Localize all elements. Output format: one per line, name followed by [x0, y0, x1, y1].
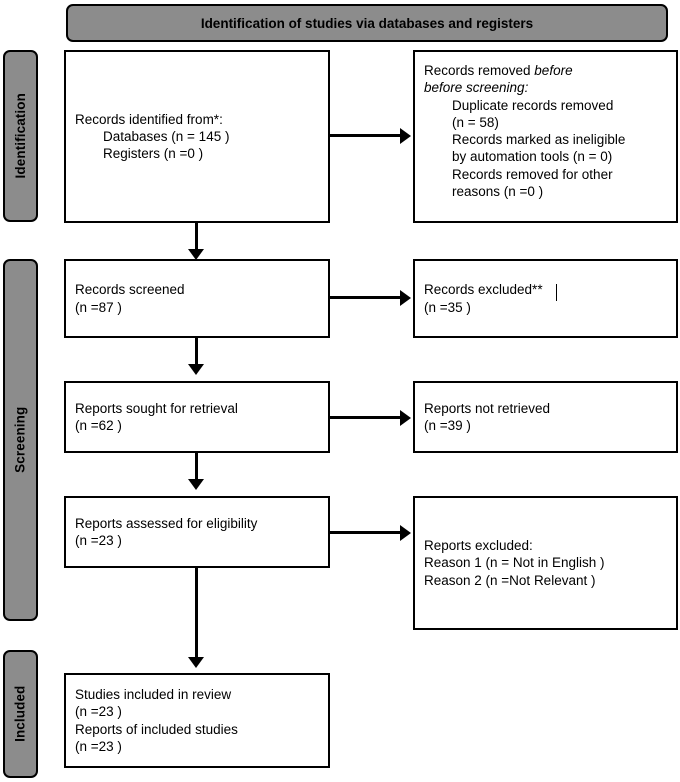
arrow-assessed-to-included-head: [188, 657, 204, 668]
records-removed-line-5: Records marked as ineligible: [452, 132, 626, 148]
arrow-identified-to-removed-head: [400, 128, 411, 144]
records-screened-line-2: (n =87 ): [75, 299, 122, 315]
arrow-sought-to-assessed-head: [188, 479, 204, 490]
text-cursor-artifact: [556, 284, 557, 301]
banner-identification-header: Identification of studies via databases …: [66, 4, 668, 42]
phase-tab-included: Included: [3, 650, 38, 778]
studies-included-line-4: (n =23 ): [75, 738, 122, 754]
records-identified-line-3: Registers (n =0 ): [103, 146, 204, 162]
records-removed-line-6: by automation tools (n = 0): [452, 149, 613, 165]
studies-included-line-2: (n =23 ): [75, 704, 122, 720]
box-studies-included-in-review: Studies included in review (n =23 ) Repo…: [64, 673, 330, 768]
reports-not-retrieved-line-1: Reports not retrieved: [424, 400, 551, 416]
arrow-assessed-to-excluded-line: [330, 531, 402, 534]
reports-excluded-line-2: Reason 1 (n = Not in English ): [424, 555, 605, 571]
studies-included-line-3: Reports of included studies: [75, 721, 238, 737]
arrow-screened-to-sought-line: [195, 338, 198, 368]
phase-tab-identification: Identification: [3, 50, 38, 222]
records-removed-line-1-text: Records removed: [424, 63, 535, 78]
records-identified-line-1: Records identified from*:: [75, 111, 223, 127]
box-reports-sought-for-retrieval: Reports sought for retrieval (n =62 ): [64, 381, 330, 453]
reports-sought-line-1: Reports sought for retrieval: [75, 400, 238, 416]
studies-included-line-1: Studies included in review: [75, 686, 232, 702]
records-excluded-line-2: (n =35 ): [424, 299, 471, 315]
reports-assessed-line-2: (n =23 ): [75, 533, 122, 548]
records-identified-line-2: Databases (n = 145 ): [103, 128, 230, 144]
reports-assessed-line-1: Reports assessed for eligibility: [75, 515, 258, 531]
box-reports-assessed-for-eligibility: Reports assessed for eligibility (n =23 …: [64, 496, 330, 568]
arrow-sought-to-not-retrieved-line: [330, 416, 402, 419]
arrow-assessed-to-excluded-head: [400, 525, 411, 541]
arrow-identified-to-screened-line: [195, 223, 198, 253]
arrow-screened-to-excluded-head: [400, 290, 411, 306]
phase-tab-identification-label: Identification: [12, 93, 28, 179]
box-records-identified: Records identified from*: Databases (n =…: [64, 50, 330, 223]
records-excluded-line-1: Records excluded**: [424, 282, 543, 298]
records-removed-line-1: Records removed before: [424, 62, 667, 79]
arrow-identified-to-screened-head: [188, 249, 204, 260]
reports-excluded-line-1: Reports excluded:: [424, 538, 533, 554]
box-reports-not-retrieved: Reports not retrieved (n =39 ): [413, 381, 678, 453]
arrow-screened-to-sought-head: [188, 364, 204, 375]
records-screened-line-1: Records screened: [75, 282, 185, 298]
records-removed-line-4: (n = 58): [452, 114, 499, 130]
reports-excluded-line-3: Reason 2 (n =Not Relevant ): [424, 572, 596, 588]
arrow-sought-to-assessed-line: [195, 453, 198, 483]
phase-tab-screening: Screening: [3, 259, 38, 621]
arrow-sought-to-not-retrieved-head: [400, 410, 411, 426]
box-records-excluded: Records excluded** (n =35 ): [413, 259, 678, 338]
box-records-screened: Records screened (n =87 ): [64, 259, 330, 338]
banner-label: Identification of studies via databases …: [200, 15, 534, 31]
reports-not-retrieved-line-2: (n =39 ): [424, 418, 471, 433]
box-reports-excluded: Reports excluded: Reason 1 (n = Not in E…: [413, 496, 678, 630]
reports-sought-line-2: (n =62 ): [75, 418, 122, 433]
phase-tab-included-label: Included: [12, 685, 28, 743]
records-removed-line-1-italic: before: [534, 63, 573, 78]
records-removed-line-7: Records removed for other: [452, 166, 613, 182]
phase-tab-screening-label: Screening: [12, 406, 28, 474]
box-records-removed-before-screening: Records removed before before screening:…: [413, 50, 678, 223]
arrow-screened-to-excluded-line: [330, 296, 402, 299]
records-removed-line-8: reasons (n =0 ): [452, 183, 544, 199]
arrow-identified-to-removed-line: [330, 134, 402, 137]
records-removed-line-2: before screening:: [424, 80, 529, 96]
records-removed-line-3: Duplicate records removed: [452, 97, 614, 113]
arrow-assessed-to-included-line: [195, 568, 198, 660]
